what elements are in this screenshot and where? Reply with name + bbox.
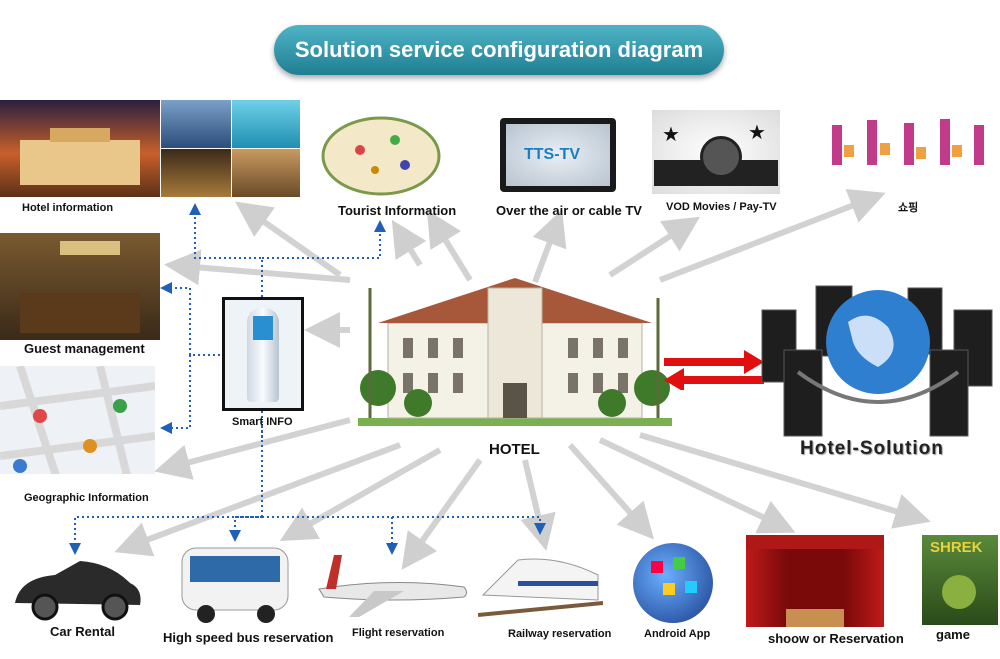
label-shopping: 쇼핑 [898, 202, 919, 214]
game-logo: SHREK [930, 539, 983, 556]
star-icon: ★ [748, 122, 766, 144]
label-car-rental: Car Rental [50, 624, 116, 639]
label-tourist-information: Tourist Information [338, 203, 457, 218]
geographic-map-image [0, 366, 155, 488]
label-railway-reservation: Railway reservation [508, 628, 612, 640]
dotted-links [69, 203, 546, 555]
label-guest-management: Guest management [24, 341, 145, 356]
shopping-image [822, 105, 998, 195]
label-ota-tv: Over the air or cable TV [496, 203, 642, 218]
tv-image: TTS-TV [500, 118, 616, 192]
hotel-building-image [358, 268, 672, 426]
hotel-photo-restaurant [161, 149, 231, 197]
hotel-photo-pool [232, 100, 300, 148]
server-globe-image [758, 282, 998, 440]
label-smart-info: Smart INFO [232, 416, 293, 428]
hotel-photo-lobby [161, 100, 231, 148]
vod-film-image: ★ ★ [652, 110, 780, 194]
label-flight-reservation: Flight reservation [352, 627, 445, 639]
hotel-photo-dining [232, 149, 300, 197]
guest-lobby-image [0, 233, 160, 340]
star-icon: ★ [662, 124, 680, 146]
label-geographic-information: Geographic Information [24, 492, 149, 504]
bus-image [176, 540, 294, 628]
car-image [10, 553, 145, 623]
label-hotel-information: Hotel information [22, 202, 114, 214]
stage-image [746, 535, 884, 627]
label-high-speed-bus: High speed bus reservation [163, 630, 334, 645]
label-android-app: Android App [644, 628, 711, 640]
train-image [478, 545, 603, 625]
tts-tv-logo: TTS-TV [524, 146, 580, 163]
game-cover-image: SHREK [922, 535, 998, 625]
airplane-image [314, 545, 472, 620]
tourist-map-image [320, 110, 442, 200]
diagram-title: Solution service configuration diagram [274, 25, 724, 75]
red-exchange-arrows [664, 350, 764, 390]
arrow-left-icon [664, 368, 764, 390]
label-show-reservation: shoow or Reservation [768, 631, 904, 646]
smart-info-kiosk[interactable] [222, 297, 304, 411]
arrow-right-icon [664, 350, 764, 374]
android-app-image [633, 543, 713, 623]
label-vod: VOD Movies / Pay-TV [666, 201, 777, 213]
gray-arrows [114, 189, 931, 570]
label-game: game [936, 627, 970, 642]
label-hotel-solution: Hotel-Solution [800, 438, 944, 459]
label-hotel: HOTEL [489, 441, 540, 458]
hotel-photo-main [0, 100, 160, 197]
